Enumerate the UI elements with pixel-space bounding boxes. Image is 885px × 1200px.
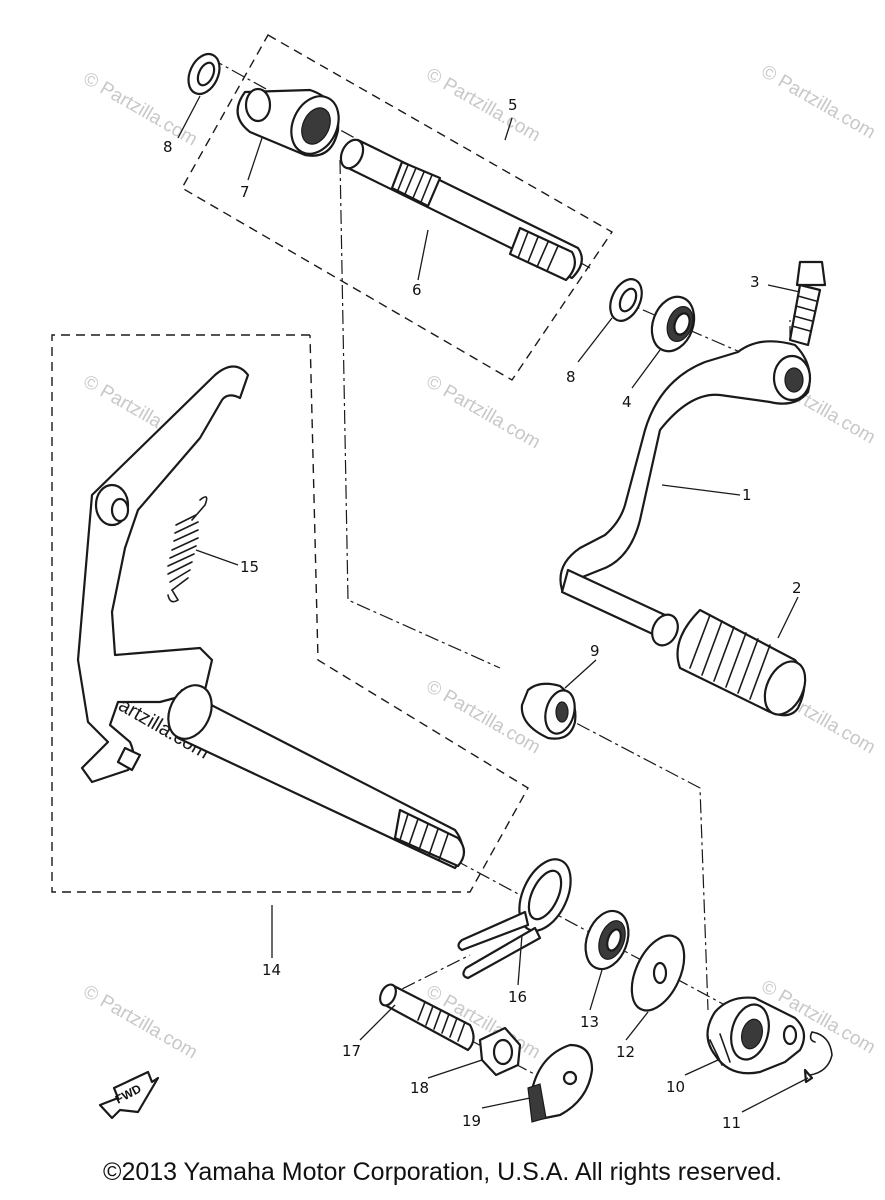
callout-5: 5 <box>508 96 518 114</box>
callout-6: 6 <box>412 281 422 299</box>
callout-3: 3 <box>750 273 760 291</box>
callout-7: 7 <box>240 183 250 201</box>
part-17-bolt <box>379 983 475 1052</box>
part-8-washer-upper <box>187 52 221 96</box>
leader-line <box>564 659 597 689</box>
part-7-collar <box>236 87 340 157</box>
leader-line <box>195 549 239 566</box>
leader-line <box>481 1097 531 1109</box>
callout-8-upper: 8 <box>163 138 173 156</box>
part-18-nut <box>478 1026 522 1077</box>
leader-line <box>577 317 613 363</box>
part-12-washer <box>630 934 686 1012</box>
callout-13: 13 <box>580 1013 599 1031</box>
leader-line <box>589 969 603 1011</box>
callout-labels: 8 7 5 6 3 8 4 1 2 15 9 14 16 13 12 10 17… <box>163 96 802 1132</box>
leader-line <box>517 934 523 986</box>
leader-line <box>777 596 799 639</box>
leader-line <box>741 1077 809 1113</box>
part-16-stopper-lever <box>457 858 572 980</box>
leader-line <box>504 117 513 141</box>
leader-line <box>684 1059 719 1076</box>
callout-12: 12 <box>616 1043 635 1061</box>
leader-line <box>767 284 801 293</box>
assembly-14-outline <box>51 334 529 893</box>
callout-11: 11 <box>722 1114 741 1132</box>
leader-line <box>427 1059 483 1079</box>
part-3-bolt <box>788 260 827 347</box>
axis-line <box>619 299 741 353</box>
part-6-shaft <box>339 138 583 282</box>
callout-2: 2 <box>792 579 802 597</box>
assembly-outlines <box>51 34 614 893</box>
callout-1: 1 <box>742 486 752 504</box>
callout-16: 16 <box>508 988 527 1006</box>
axis-line <box>454 859 791 1041</box>
callout-4: 4 <box>622 393 632 411</box>
axis-line <box>379 954 471 1001</box>
leader-line <box>177 95 201 139</box>
part-9-collar <box>520 682 577 740</box>
part-19-plate <box>527 1043 594 1123</box>
fwd-arrow: FWD <box>98 1070 160 1120</box>
leader-line <box>625 1011 649 1041</box>
copyright-notice: ©2013 Yamaha Motor Corporation, U.S.A. A… <box>103 1158 782 1186</box>
part-11-circlip <box>803 1031 833 1084</box>
part-10-lever <box>706 996 806 1075</box>
watermark: © Partzilla.com <box>80 981 201 1063</box>
callout-8-lower: 8 <box>566 368 576 386</box>
part-14-shift-shaft <box>76 365 466 870</box>
leader-lines <box>177 95 809 1113</box>
callout-19: 19 <box>462 1112 481 1130</box>
part-13-oil-seal <box>584 909 630 971</box>
part-1-shift-pedal <box>559 340 812 647</box>
callout-10: 10 <box>666 1078 685 1096</box>
part-2-pedal-rubber <box>676 608 807 717</box>
leader-line <box>247 137 263 181</box>
part-15-spring <box>167 496 208 603</box>
callout-15: 15 <box>240 558 259 576</box>
callout-14: 14 <box>262 961 281 979</box>
leader-line <box>631 349 661 389</box>
assembly-5-outline <box>181 34 614 381</box>
watermark: © Partzilla.com <box>80 68 201 150</box>
leader-line <box>661 484 741 496</box>
part-4-oil-seal <box>650 295 696 353</box>
axis-line <box>554 711 709 1011</box>
leader-line <box>417 229 429 281</box>
axis-line <box>339 159 501 669</box>
watermark: © Partzilla.com <box>423 371 544 453</box>
watermark: © Partzilla.com <box>758 61 879 143</box>
callout-9: 9 <box>590 642 600 660</box>
leader-line <box>359 1004 396 1041</box>
callout-17: 17 <box>342 1042 361 1060</box>
part-8-washer-lower <box>609 278 643 322</box>
callout-18: 18 <box>410 1079 429 1097</box>
